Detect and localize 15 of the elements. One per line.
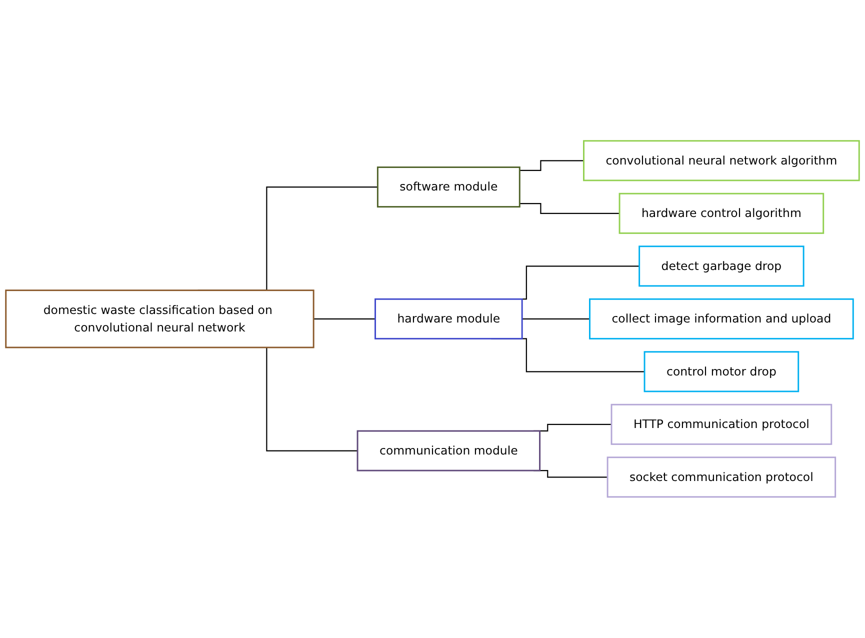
connector xyxy=(520,160,584,172)
node-box: HTTP communication protocol xyxy=(610,404,832,446)
node-box: detect garbage drop xyxy=(638,246,804,287)
connector xyxy=(520,203,620,214)
node-box: hardware control algorithm xyxy=(618,192,824,234)
node-box: communication module xyxy=(356,430,541,472)
node-box: convolutional neural network algorithm xyxy=(583,140,860,182)
connector xyxy=(314,318,376,320)
connector xyxy=(522,318,590,320)
node-box: hardware module xyxy=(374,298,523,340)
node-box: software module xyxy=(376,166,520,208)
node-box: socket communication protocol xyxy=(606,456,836,498)
node-box: collect image information and upload xyxy=(589,298,854,340)
node-box: control motor drop xyxy=(644,351,800,392)
node-box: domestic waste classification based on convolutional neural network xyxy=(5,290,314,348)
